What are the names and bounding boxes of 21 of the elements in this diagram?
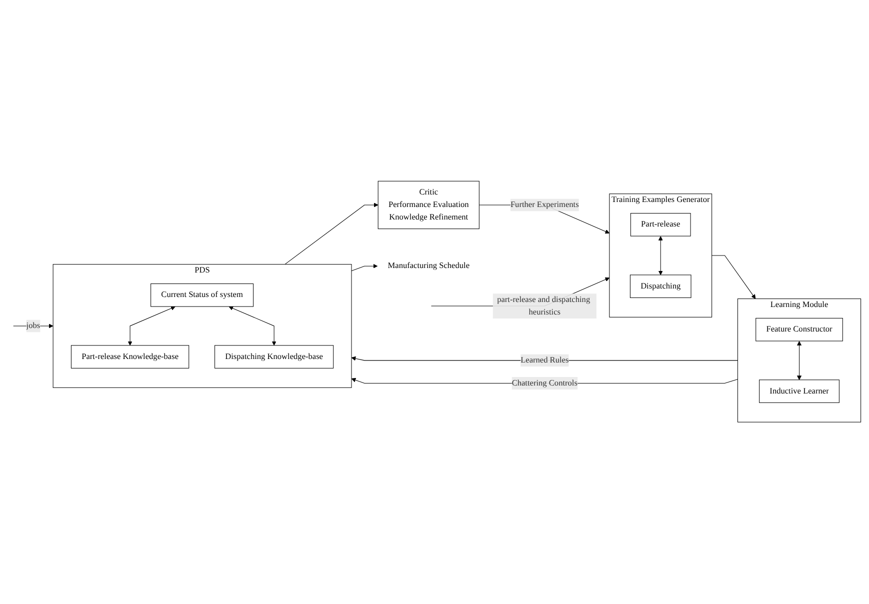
edge-label: part-release and dispatching heuristics [497,296,590,317]
arrow [351,264,378,272]
node-box: Part-release Knowledge-base [70,346,190,369]
edge-label: Learned Rules [520,356,569,365]
arrow [797,341,802,380]
node-text: Manufacturing Schedule [388,262,470,271]
node-box: Feature Constructor [756,318,843,342]
edge-label: Chattering Controls [512,378,578,388]
edge-label: jobs [26,322,40,330]
arrow [284,203,378,265]
node-box: Part-release [630,213,691,237]
arrow [228,306,276,346]
node-box: Dispatching Knowledge-base [214,346,334,369]
node-box: Inductive Learner [759,380,840,404]
node-box: Current Status of system [150,284,254,308]
arrow [658,236,663,276]
arrow [712,256,756,300]
edge-label: Further Experiments [510,200,579,210]
arrow [128,306,176,346]
node-box: Critic Performance Evaluation Knowledge Refinement [378,181,480,230]
node-box: Dispatching [630,275,692,298]
